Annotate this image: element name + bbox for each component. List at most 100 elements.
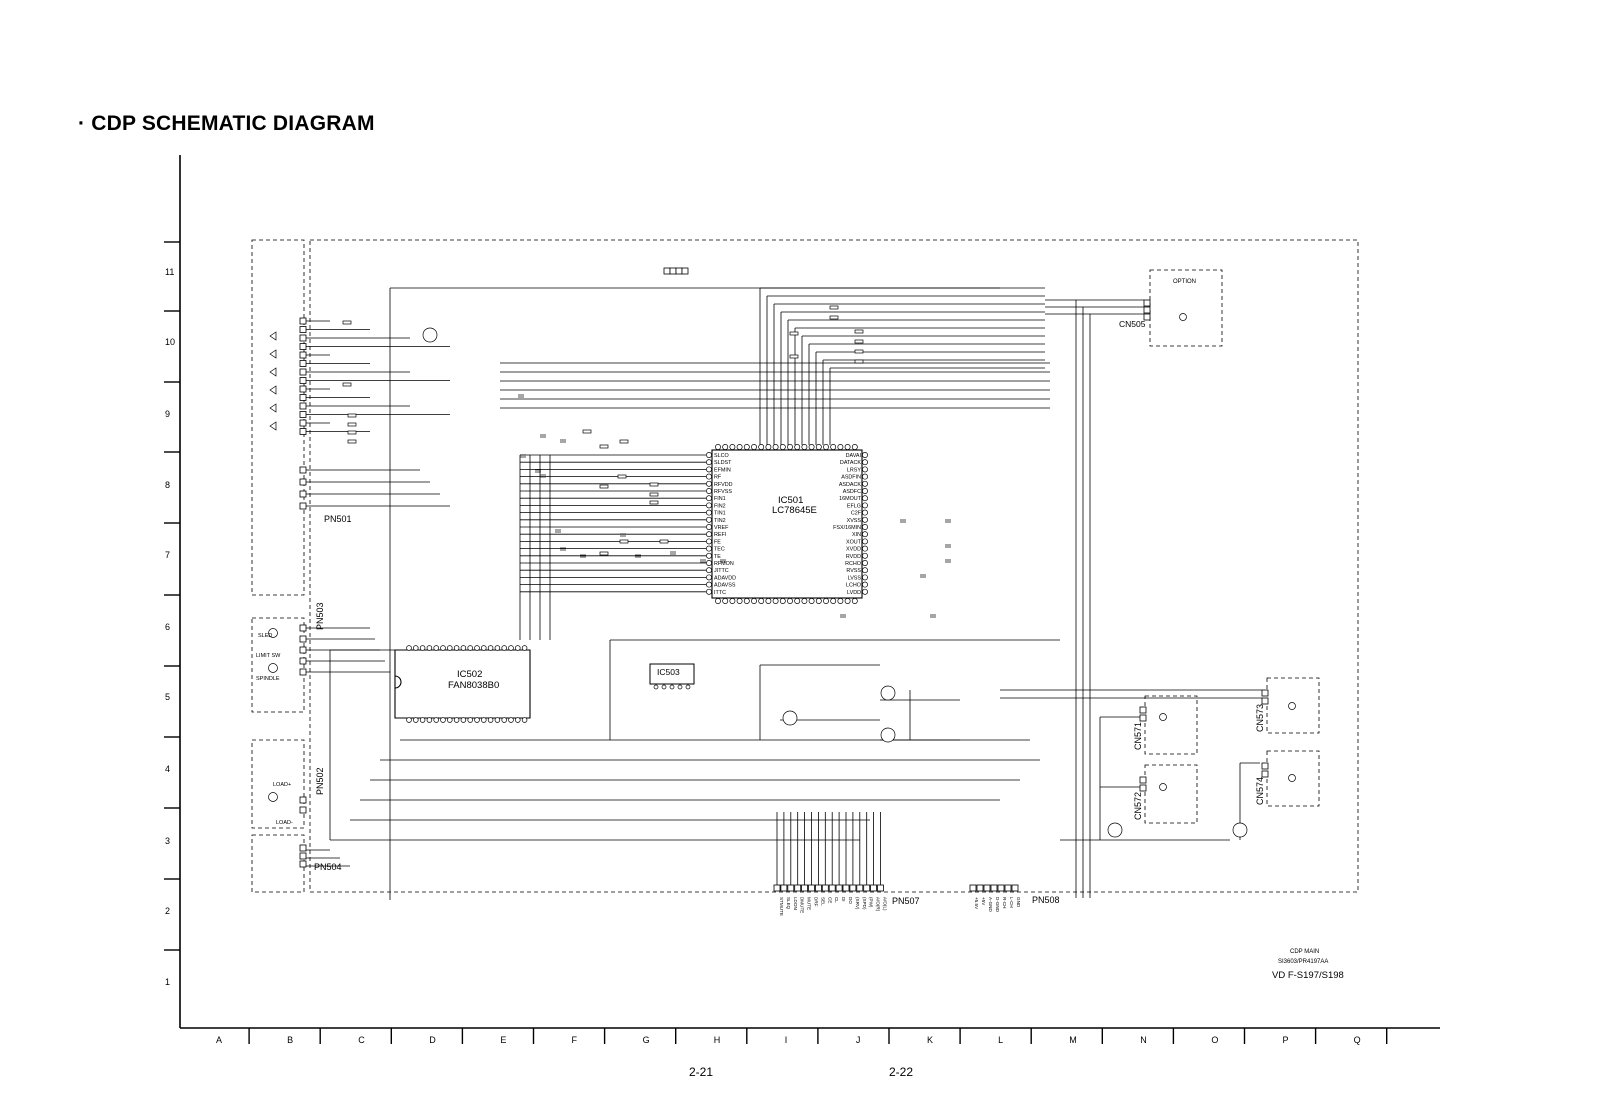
ic501-pin (751, 598, 757, 604)
ic501-pin-label: C2F (851, 511, 862, 517)
ic501-pin (736, 598, 743, 604)
row-label: 4 (165, 764, 170, 774)
pn508-pin-label: GND (1016, 897, 1021, 908)
connector-pin (299, 478, 307, 486)
ic501-pin (706, 516, 712, 523)
ic501-pin-label: 16MOUT (839, 496, 862, 502)
ic501-ref: IC501 (778, 495, 803, 506)
motor (268, 628, 278, 638)
ic501-pin-label: DATACK (840, 460, 861, 466)
connector-pin (681, 267, 689, 275)
connector-pin (299, 377, 307, 384)
ic501-pin (706, 488, 712, 494)
ic501-pin-label: ITTC (714, 590, 726, 596)
connector-pin (299, 419, 307, 427)
ic501-pin (823, 598, 829, 604)
connector-pin (870, 884, 877, 892)
row-label: 7 (165, 550, 170, 560)
transistor (1232, 822, 1248, 838)
cn574-label: CN574 (1255, 777, 1265, 805)
ic502-pin (453, 717, 460, 723)
ic501-pin (758, 598, 765, 604)
ic501-pin-label: RVDD (846, 554, 861, 560)
ic501-pin (851, 598, 858, 604)
resistor (649, 482, 659, 487)
ic501-pin-label: ADAVSS (714, 583, 736, 589)
ic502-pin (406, 717, 412, 723)
connector-pin (299, 466, 307, 474)
pn508-pin-label: L-CH (1009, 897, 1014, 908)
ic501-pin-label: FIN1 (714, 496, 726, 502)
ic502-pin (447, 717, 453, 723)
ic502-pin (474, 717, 480, 723)
connector-pin (1261, 697, 1269, 705)
ic502-pin (433, 645, 439, 651)
connector-pin (1261, 689, 1269, 697)
ic501-pin-label: XVSS (847, 518, 862, 524)
ic502-pin (413, 645, 419, 651)
col-label: N (1140, 1035, 1147, 1045)
ic503-ref: IC503 (657, 667, 680, 677)
ic501-pin (837, 598, 844, 604)
ic501-pin-label: JITTC (714, 568, 729, 574)
ic501-pin-label: VREF (714, 525, 729, 531)
connector-pin (856, 884, 864, 892)
limit-sw-label: LIMIT SW (256, 653, 281, 659)
ic502-pin (494, 645, 501, 651)
pn507-pin-label: A/O(L) (883, 897, 888, 911)
ic501-pin-label: LRSY (847, 467, 861, 473)
connector-pin (299, 343, 307, 350)
ic501-pin (862, 459, 868, 466)
cn572-label: CN572 (1133, 792, 1143, 820)
cn573-label: CN573 (1255, 704, 1265, 732)
ic501-pin (706, 495, 712, 502)
connector-pin (1139, 706, 1147, 714)
ic502-pin (419, 645, 426, 651)
pn507-pin-label: (PW) (869, 897, 874, 908)
pn508-pin-label: R-CH (1002, 897, 1007, 908)
resistor (854, 349, 864, 354)
connector-pin (1143, 306, 1151, 314)
component-symbols (268, 305, 1296, 838)
connector-pin (299, 351, 307, 359)
ic501-pin (706, 581, 712, 588)
resistor (619, 539, 629, 544)
ic502-pin (508, 645, 514, 651)
pn507-pin-label: LDON (793, 897, 798, 910)
resistor (619, 439, 629, 444)
ic501-pin (706, 466, 712, 473)
pn503-label: PN503 (315, 602, 325, 630)
ic501-pin (862, 588, 868, 595)
col-label: F (572, 1035, 578, 1045)
pn502-label: PN502 (315, 767, 325, 795)
pn508-pin-label: +5V (981, 897, 986, 906)
ic501-pin (706, 567, 712, 574)
resistor (829, 305, 839, 310)
connector-pin (299, 490, 307, 498)
transistor (782, 710, 798, 726)
connector-pin (983, 884, 991, 892)
ic501-pin (758, 444, 765, 450)
col-label: G (643, 1035, 650, 1045)
connector-pin (877, 884, 884, 892)
ic501-pin (830, 598, 837, 604)
connector-pin (835, 884, 843, 892)
pn507-pin-label: STMUTE (779, 897, 784, 916)
load-minus-label: LOAD- (276, 820, 293, 826)
resistor (659, 539, 669, 544)
row-label: 3 (165, 836, 170, 846)
ic501-pin-label: ADAVDD (714, 575, 736, 581)
ic501-pin (862, 466, 868, 473)
connector-pin (299, 852, 307, 860)
ic502-pin (453, 645, 460, 651)
ic501-pin (830, 444, 837, 450)
resistor (854, 339, 864, 344)
ic502-pin (481, 717, 487, 723)
ic501-pin (787, 598, 793, 604)
ic501-pin (736, 444, 743, 450)
ic501-pin (862, 538, 868, 545)
col-label: C (358, 1035, 365, 1045)
ic502-pin (501, 717, 507, 723)
